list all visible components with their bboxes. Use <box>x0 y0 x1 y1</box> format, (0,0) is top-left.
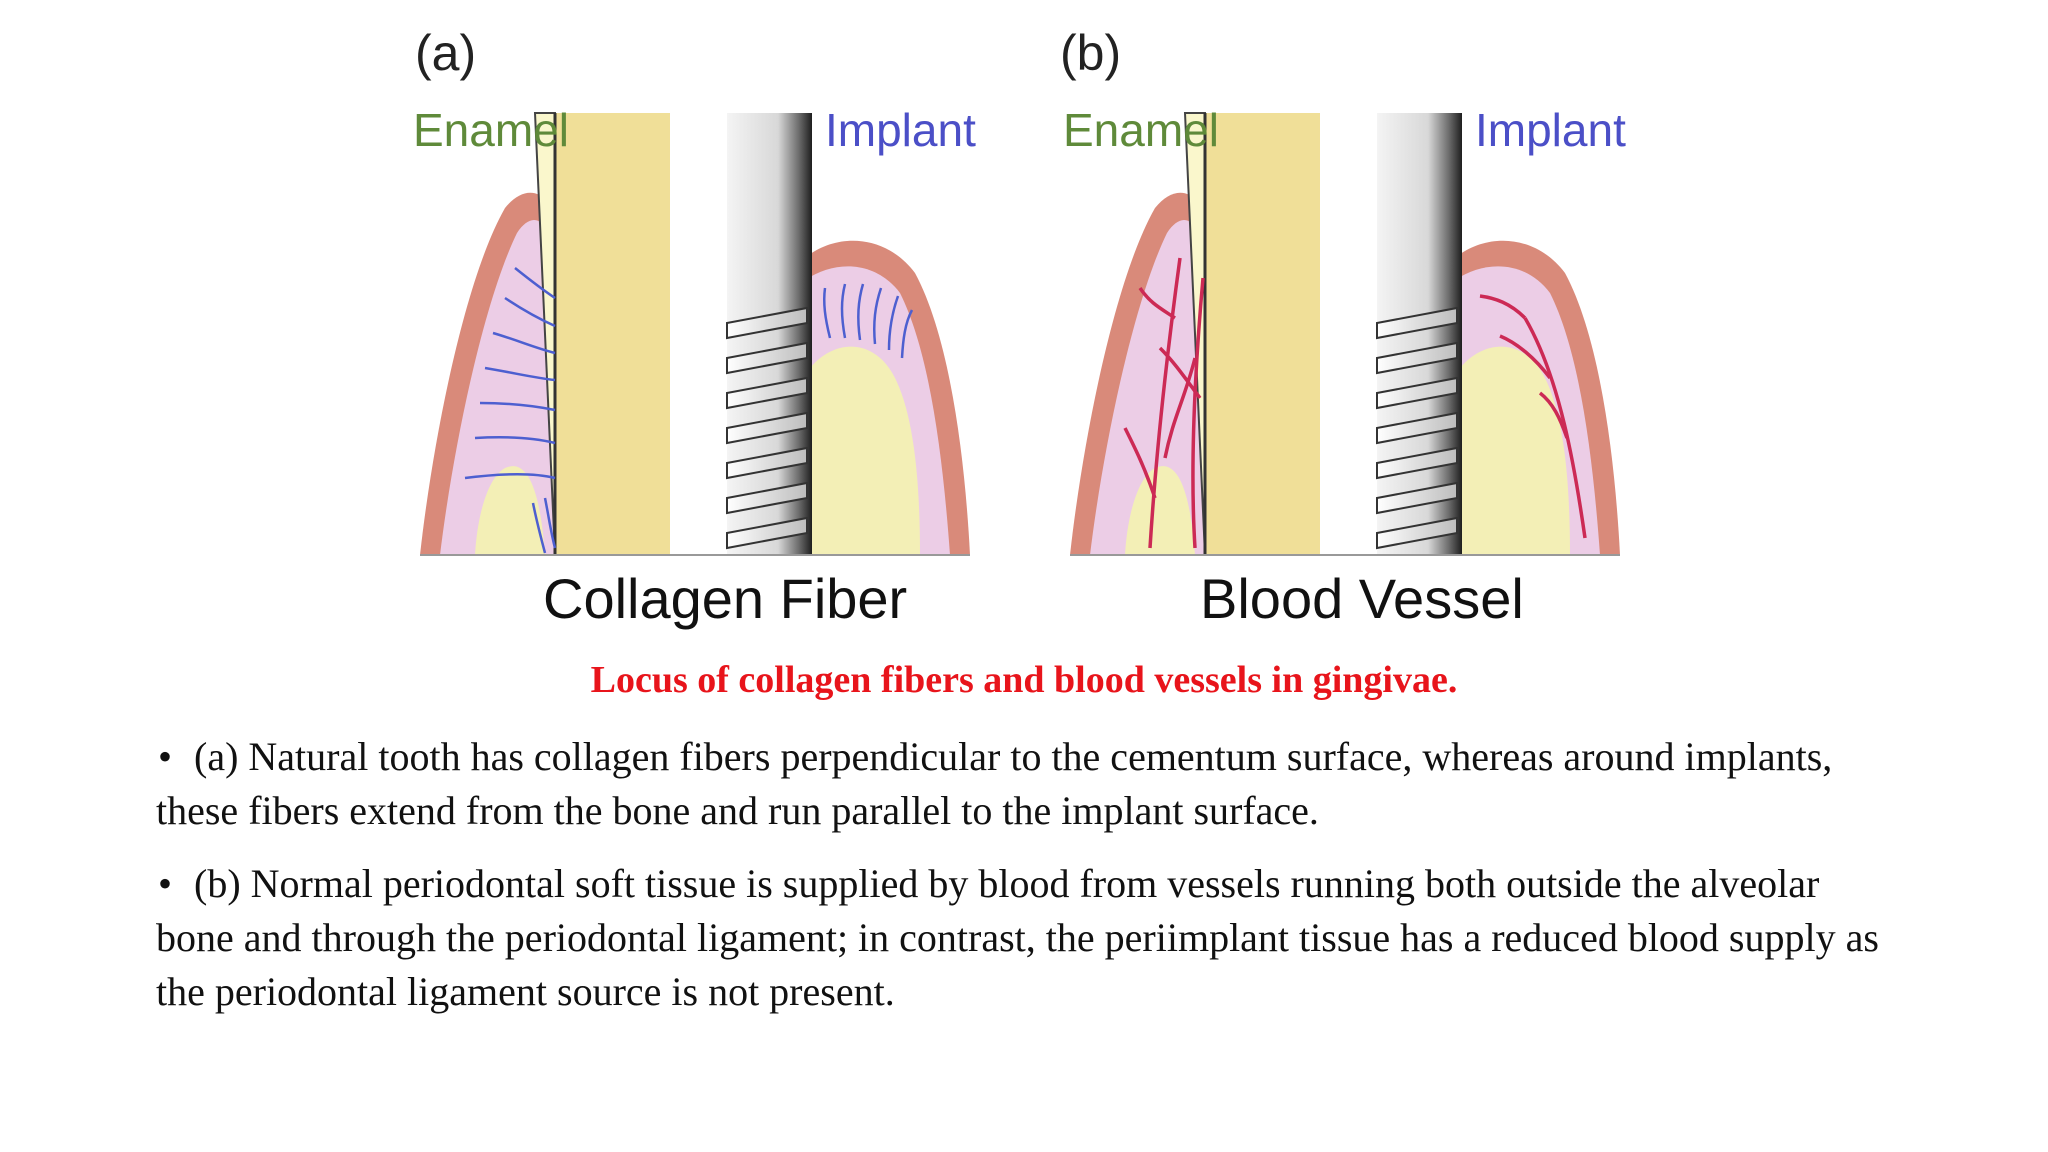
panel-a-bottom-label: Collagen Fiber <box>543 567 907 630</box>
blood-vessels-tooth <box>1123 257 1205 549</box>
gingivae-figure: (a) Enamel Implant Collagen Fiber ( <box>405 18 1645 638</box>
panel-a-implant-label: Implant <box>825 104 976 156</box>
panel-b-letter: (b) <box>1060 25 1121 81</box>
panel-a: (a) Enamel Implant Collagen Fiber <box>413 25 976 630</box>
bullet-symbol: • <box>158 861 173 906</box>
bullet-item-a: •(a) Natural tooth has collagen fibers p… <box>156 730 1896 838</box>
figure-caption: Locus of collagen fibers and blood vesse… <box>590 659 1458 701</box>
panel-b-enamel-label: Enamel <box>1063 104 1219 156</box>
panel-a-enamel-label: Enamel <box>413 104 569 156</box>
collagen-fibers-tooth <box>464 267 557 554</box>
panel-b: (b) Enamel Implant Blood Vessel <box>1060 25 1626 630</box>
blood-vessels-implant <box>1479 294 1587 539</box>
figure-svg: (a) Enamel Implant Collagen Fiber ( <box>413 25 1626 630</box>
panel-a-letter: (a) <box>415 25 476 81</box>
collagen-fibers-implant <box>822 283 914 359</box>
bullet-text-b: (b) Normal periodontal soft tissue is su… <box>156 861 1879 1014</box>
bullet-symbol: • <box>158 734 173 779</box>
panel-b-bottom-label: Blood Vessel <box>1200 567 1524 630</box>
panel-b-implant-label: Implant <box>1475 104 1626 156</box>
bullet-item-b: •(b) Normal periodontal soft tissue is s… <box>156 857 1896 1019</box>
bullet-text-a: (a) Natural tooth has collagen fibers pe… <box>156 734 1833 833</box>
